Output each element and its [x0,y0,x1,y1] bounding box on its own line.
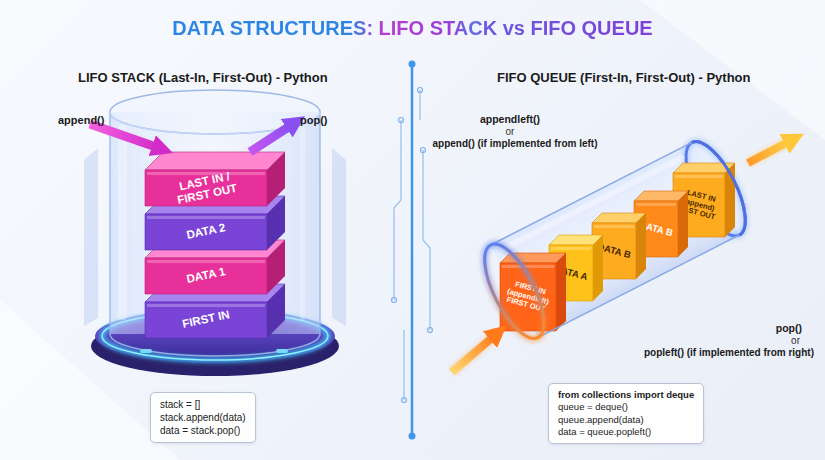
method-label: append() (if implemented from left) [410,138,620,150]
title-text: DATA STRUCTURES: LIFO STACK vs FIFO QUEU… [172,17,652,40]
method-label: append() [58,114,138,127]
diagram-title: DATA STRUCTURES: LIFO STACK vs FIFO QUEU… [0,17,825,40]
method-label: pop() [300,114,360,127]
block-label: FIRST IN [156,303,257,337]
block-label: DATA 1 [156,259,257,293]
connector-word: or [700,335,800,347]
stack-block: LAST IN / FIRST OUT [145,152,285,206]
code-line: stack.append(data) [160,411,246,424]
block-label: DATA 2 [156,215,257,249]
code-line: data = stack.pop() [160,424,246,437]
block-face: LAST IN / FIRST OUT [145,170,267,206]
code-box: stack = []stack.append(data)data = stack… [150,392,256,443]
connector-word: or [440,126,580,138]
block-face: DATA 1 [145,258,267,294]
section-heading: LIFO STACK (Last-In, First-Out) - Python [78,70,378,86]
code-box: from collections import dequequeue = deq… [548,383,704,444]
section-heading: FIFO QUEUE (First-In, First-Out) - Pytho… [497,70,807,86]
queue-block: FIRST IN (appendleft) FIRST OUT [500,253,566,331]
block-face: FIRST IN [145,302,267,338]
method-label: pop() [700,322,802,335]
code-line: data = queue.popleft() [558,426,694,438]
method-label: appendleft() [440,113,580,126]
code-line: stack = [] [160,398,246,411]
block-label: LAST IN / FIRST OUT [162,166,250,209]
code-line: from collections import deque [558,389,694,401]
code-line: queue = deque() [558,401,694,413]
code-line: queue.append(data) [558,414,694,426]
block-label: FIRST IN (appendleft) FIRST OUT [499,278,558,317]
block-face: DATA 2 [145,214,267,250]
method-label: popleft() (if implemented from right) [590,347,814,359]
block-face: FIRST IN (appendleft) FIRST OUT [500,263,556,331]
